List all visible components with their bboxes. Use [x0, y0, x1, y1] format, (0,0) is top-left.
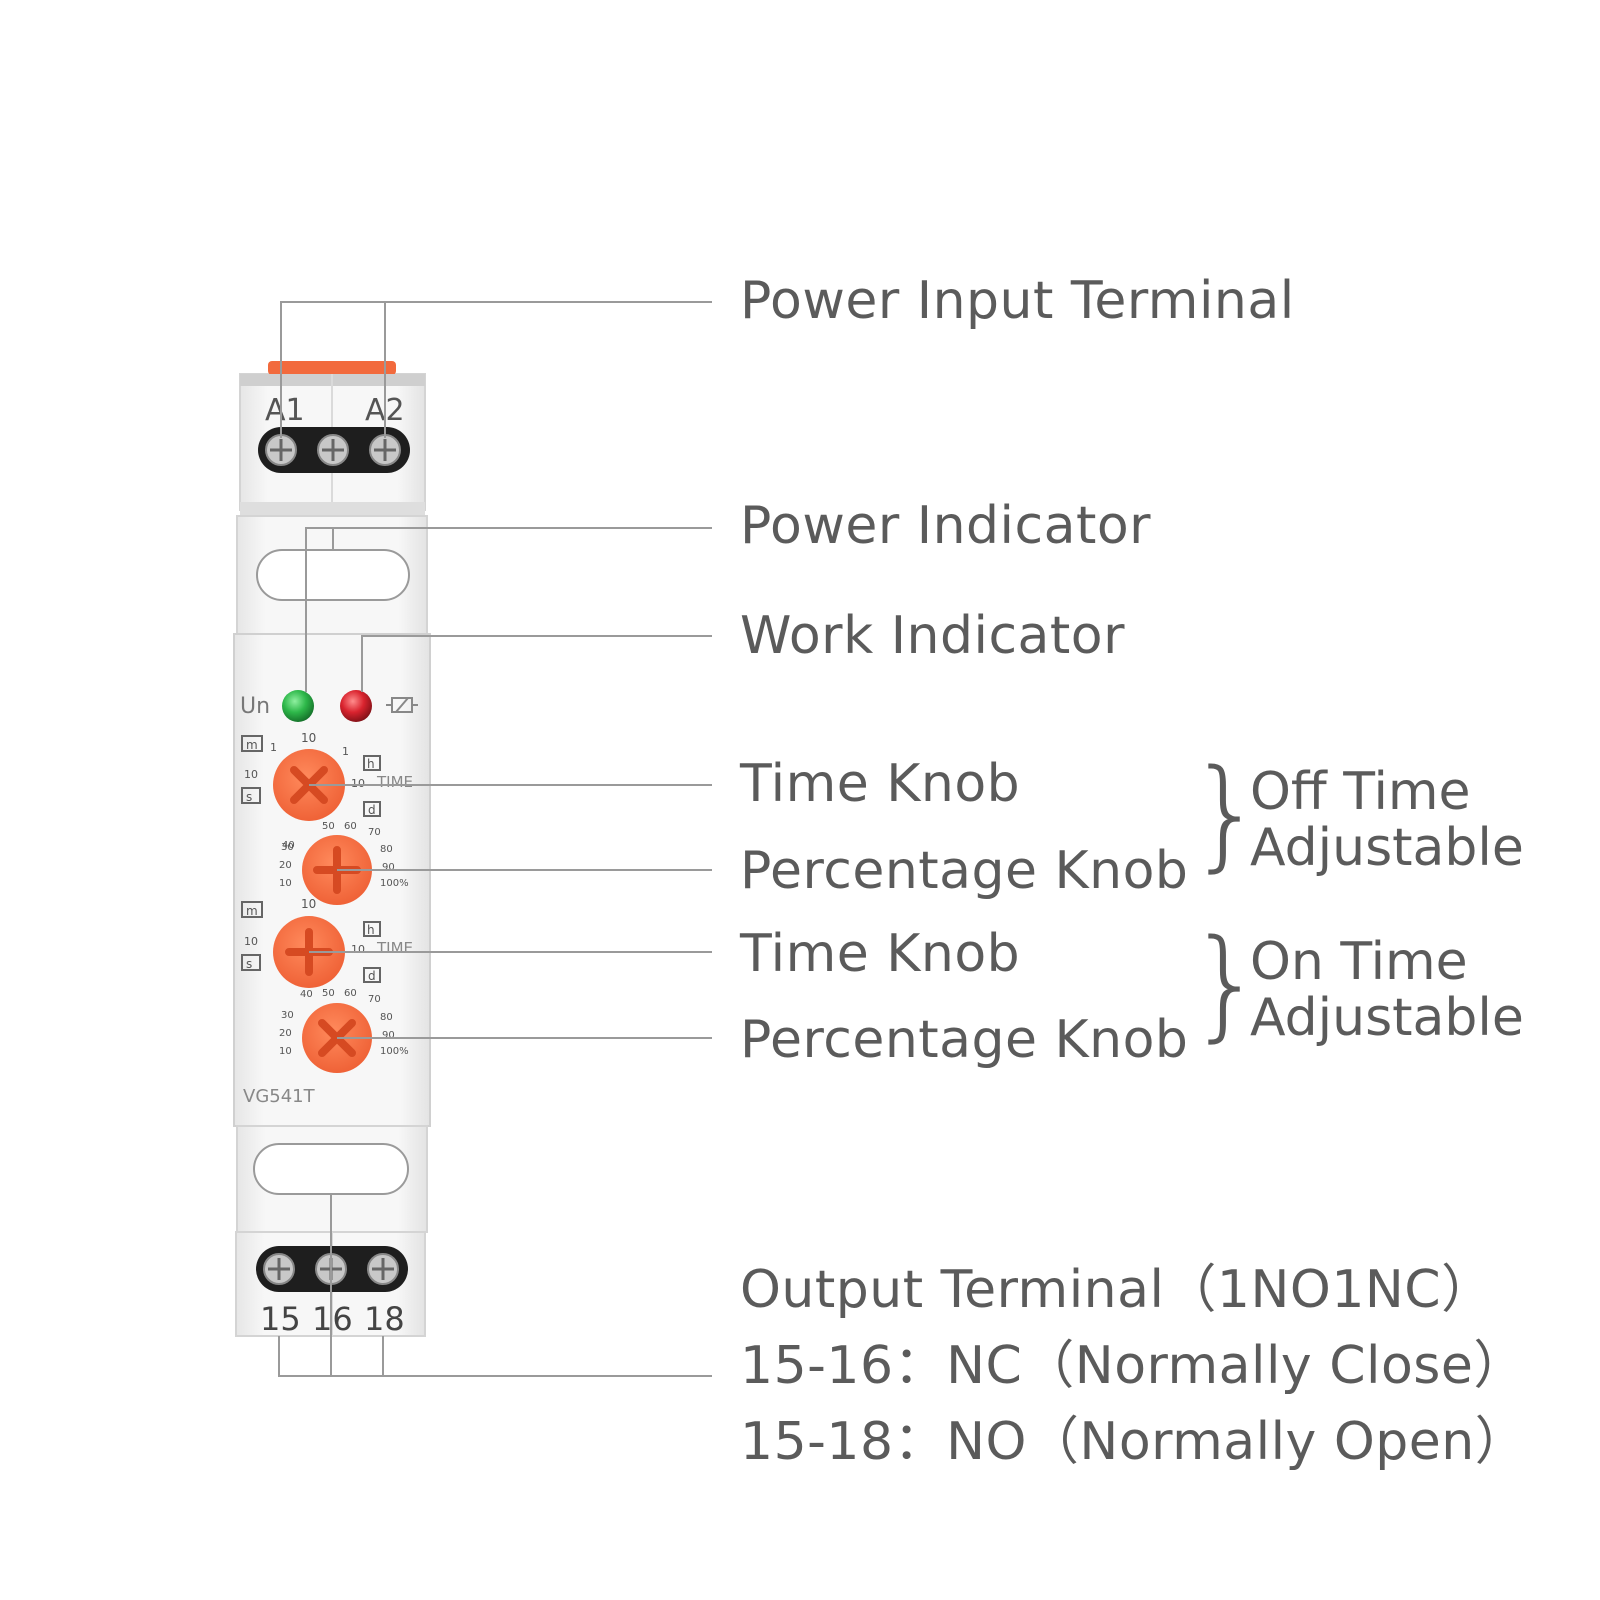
svg-text:100%: 100% [380, 878, 409, 889]
power-led-label: Un [240, 694, 270, 719]
svg-text:10: 10 [279, 1046, 292, 1057]
leader-power-indicator [305, 527, 712, 692]
leader-work-indicator [361, 635, 712, 692]
svg-text:90: 90 [382, 1030, 395, 1041]
svg-text:10: 10 [351, 943, 365, 956]
on-time-line-1: On Time [1250, 932, 1468, 992]
leader-output [278, 1336, 712, 1377]
svg-text:30: 30 [281, 1010, 294, 1021]
leader-lines [278, 301, 712, 1377]
svg-text:TIME: TIME [376, 939, 413, 957]
time-knob-label-1: Time Knob [740, 754, 1021, 814]
screw-icon [367, 1253, 399, 1285]
model-label: VG541T [243, 1086, 316, 1107]
svg-text:80: 80 [380, 844, 393, 855]
svg-text:10: 10 [279, 878, 292, 889]
lower-label-window [253, 1143, 409, 1195]
svg-text:s: s [246, 957, 252, 971]
power-input-terminal-label: Power Input Terminal [740, 271, 1295, 331]
svg-text:20: 20 [279, 1028, 292, 1039]
no-description: 15-18：NO（Normally Open） [740, 1412, 1528, 1472]
off-time-line-1: Off Time [1250, 762, 1471, 822]
svg-text:1: 1 [270, 741, 277, 754]
svg-text:50: 50 [322, 821, 335, 832]
time-label: TIME [376, 773, 413, 791]
svg-text:20: 20 [279, 860, 292, 871]
unit-s: s [246, 790, 252, 804]
time-knob-label-2: Time Knob [740, 924, 1021, 984]
knob-group-off: m h s d 10 1 1 10 10 TIME 40 50 60 70 30… [241, 731, 413, 905]
svg-text:70: 70 [368, 994, 381, 1005]
output-terminal-label: Output Terminal（1NO1NC） [740, 1260, 1494, 1320]
terminal-label-18: 18 [364, 1300, 405, 1338]
terminal-label-15: 15 [260, 1300, 301, 1338]
din-clip [268, 361, 396, 375]
screw-icon [317, 434, 349, 466]
off-time-group-label: Off Time Adjustable [1250, 764, 1524, 876]
svg-text:h: h [367, 923, 375, 937]
unit-h: h [367, 757, 375, 771]
off-time-line-2: Adjustable [1250, 818, 1524, 879]
svg-text:10: 10 [244, 935, 258, 948]
svg-text:10: 10 [301, 897, 316, 911]
unit-d: d [368, 803, 376, 817]
svg-text:40: 40 [300, 989, 313, 1000]
on-time-group-label: On Time Adjustable [1250, 934, 1524, 1046]
screw-icon [369, 434, 401, 466]
screw-icon [263, 1253, 295, 1285]
svg-text:10: 10 [301, 731, 316, 745]
svg-text:100%: 100% [380, 1046, 409, 1057]
svg-text:10: 10 [351, 777, 365, 790]
work-indicator-label: Work Indicator [740, 606, 1125, 666]
svg-text:90: 90 [382, 862, 395, 873]
percentage-knob-label-2: Percentage Knob [740, 1010, 1189, 1070]
terminal-label-16: 16 [312, 1300, 353, 1338]
svg-text:1: 1 [342, 745, 349, 758]
percentage-knob-label-1: Percentage Knob [740, 841, 1189, 901]
leader-power-input [280, 301, 712, 438]
svg-text:d: d [368, 969, 376, 983]
svg-text:30: 30 [281, 842, 294, 853]
on-time-line-2: Adjustable [1250, 988, 1524, 1049]
unit-m: m [246, 738, 258, 752]
svg-text:60: 60 [344, 988, 357, 999]
upper-label-window [256, 549, 410, 601]
svg-text:40: 40 [282, 840, 295, 851]
brace-off-time: } [1188, 745, 1265, 884]
nc-description: 15-16：NC（Normally Close） [740, 1336, 1526, 1396]
unit-box-m [241, 735, 263, 752]
svg-text:50: 50 [322, 988, 335, 999]
svg-text:80: 80 [380, 1012, 393, 1023]
power-indicator-label: Power Indicator [740, 496, 1152, 556]
terminal-label-a1: A1 [265, 393, 305, 428]
svg-text:60: 60 [344, 821, 357, 832]
svg-text:70: 70 [368, 827, 381, 838]
work-led-icon [340, 690, 372, 722]
svg-text:10: 10 [244, 768, 258, 781]
brace-on-time: } [1188, 915, 1265, 1054]
svg-text:m: m [246, 904, 258, 918]
power-led-icon [282, 690, 314, 722]
relay-coil-icon [386, 697, 418, 713]
screw-icon [265, 434, 297, 466]
